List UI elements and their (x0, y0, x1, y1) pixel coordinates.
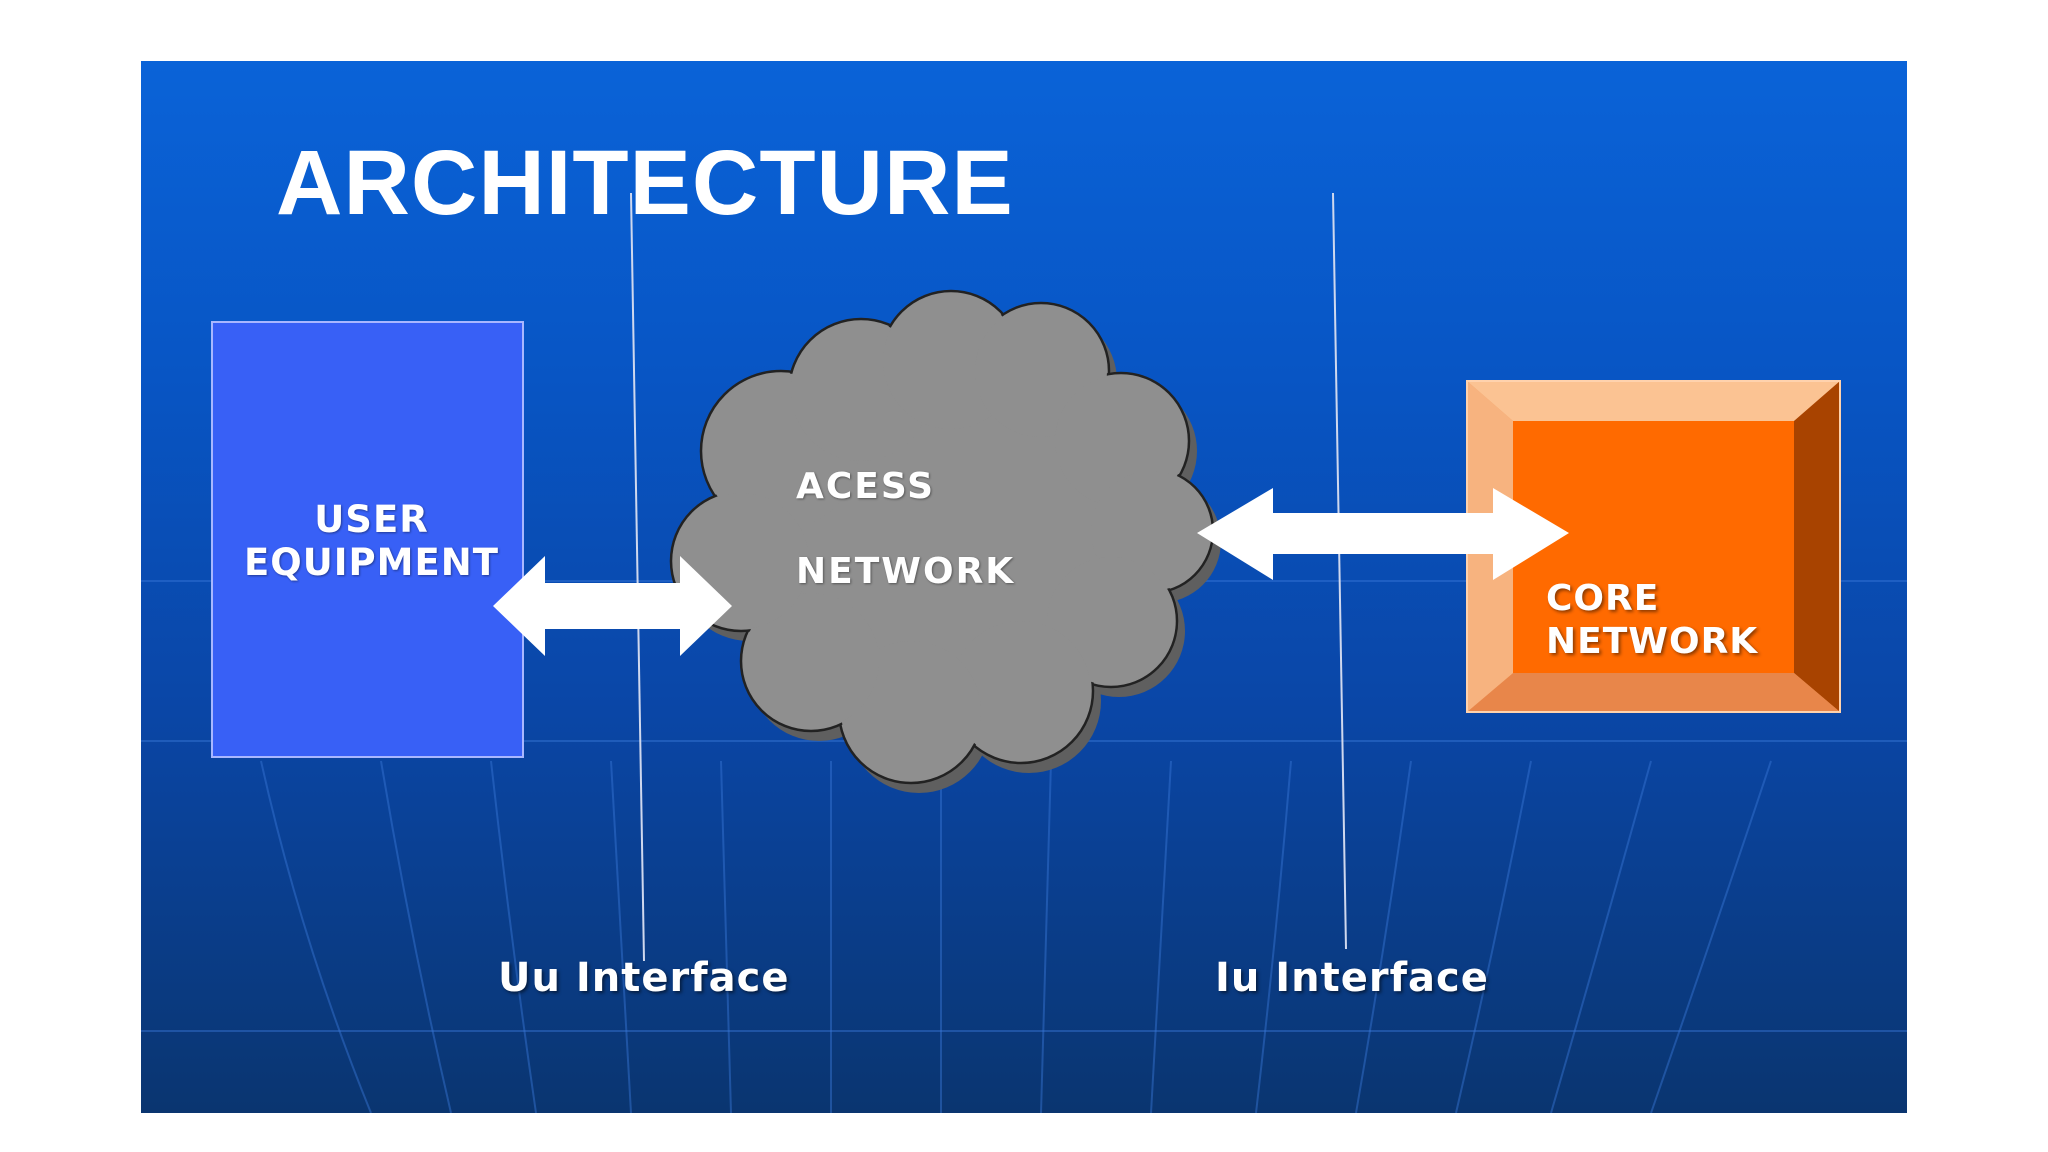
uu-interface-label: Uu Interface (498, 955, 790, 1001)
access-network-label-line1: ACESS (796, 466, 936, 507)
core-network-label-line1: CORE (1546, 578, 1660, 619)
uu-divider-line (630, 192, 645, 962)
user-equipment-label: USER EQUIPMENT (244, 498, 499, 584)
interface-dividers (630, 192, 1347, 962)
double-arrow-icon (1197, 488, 1569, 580)
iu-interface-label: Iu Interface (1215, 955, 1489, 1001)
core-network-label: CORE NETWORK (1546, 577, 1758, 663)
user-equipment-box (211, 321, 524, 758)
beveled-box-icon (1466, 380, 1841, 713)
slide: ARCHITECTURE (141, 61, 1907, 1113)
access-network-label-line2: NETWORK (796, 551, 1016, 592)
iu-divider-line (1332, 192, 1347, 950)
slide-title: ARCHITECTURE (276, 132, 1014, 234)
core-network-label-line2: NETWORK (1546, 621, 1759, 662)
access-network-cloud (493, 289, 1841, 793)
double-arrow-icon (493, 556, 732, 656)
